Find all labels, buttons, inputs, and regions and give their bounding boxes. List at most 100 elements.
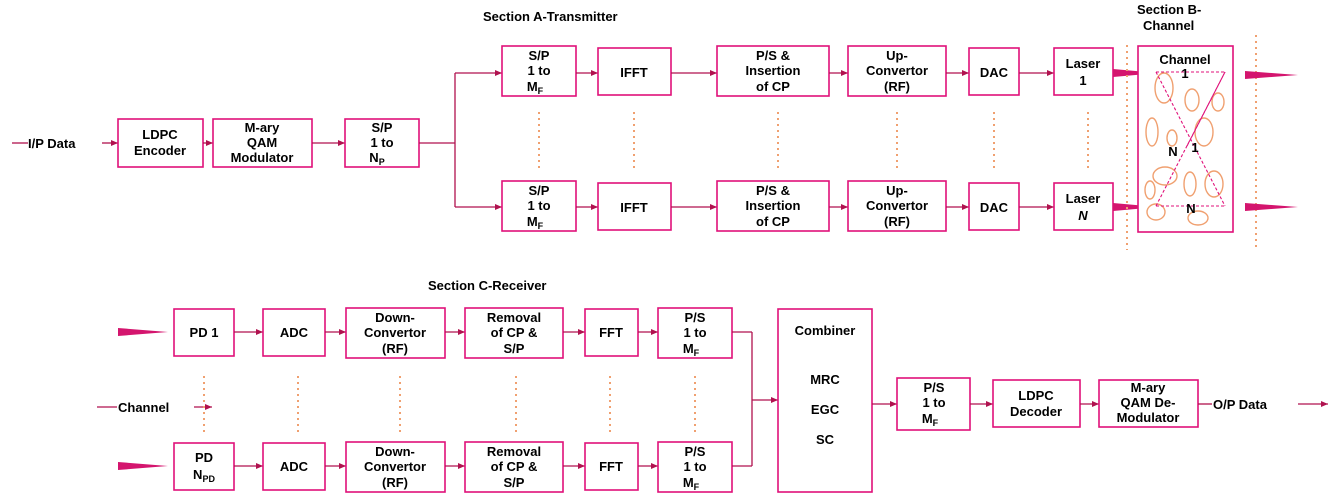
svg-text:Modulator: Modulator: [231, 150, 294, 165]
svg-text:N: N: [1078, 208, 1088, 223]
removal-cp-block-n: Removal of CP & S/P: [465, 442, 563, 492]
pd-1-block: PD 1: [174, 309, 234, 356]
section-c-title: Section C-Receiver: [428, 278, 547, 293]
down-convertor-block-1: Down- Convertor (RF): [346, 308, 445, 358]
svg-text:(RF): (RF): [884, 79, 910, 94]
final-ps-mf-block: P/S 1 to MF: [897, 378, 970, 430]
svg-text:of CP: of CP: [756, 214, 790, 229]
qam-demodulator-block: M-ary QAM De- Modulator: [1099, 380, 1198, 427]
svg-text:Decoder: Decoder: [1010, 404, 1062, 419]
svg-text:M-ary: M-ary: [1131, 380, 1166, 395]
section-b-title-line2: Channel: [1143, 18, 1194, 33]
svg-text:of CP &: of CP &: [491, 325, 538, 340]
svg-text:P/S: P/S: [685, 310, 706, 325]
svg-text:1: 1: [1079, 73, 1086, 88]
section-a-title: Section A-Transmitter: [483, 9, 618, 24]
svg-text:PD 1: PD 1: [190, 325, 219, 340]
combiner-block: Combiner MRC EGC SC: [778, 309, 872, 492]
svg-text:IFFT: IFFT: [620, 200, 647, 215]
channel-mark-1: 1: [1181, 66, 1188, 81]
svg-text:S/P: S/P: [504, 341, 525, 356]
ifft-block-n: IFFT: [598, 183, 671, 230]
svg-text:(RF): (RF): [884, 214, 910, 229]
dac-block-n: DAC: [969, 183, 1019, 230]
ldpc-encoder-block: LDPC Encoder: [118, 119, 203, 167]
sp-mf-block-1: S/P 1 to MF: [502, 46, 576, 96]
svg-text:LDPC: LDPC: [1018, 388, 1054, 403]
svg-text:of CP &: of CP &: [491, 459, 538, 474]
ps-mf-block-n: P/S 1 to MF: [658, 442, 732, 492]
svg-text:1 to: 1 to: [922, 395, 945, 410]
fft-block-1: FFT: [585, 309, 638, 356]
channel-label: Channel: [1159, 52, 1210, 67]
svg-text:1 to: 1 to: [527, 198, 550, 213]
ps-insertion-block-1: P/S & Insertion of CP: [717, 46, 829, 96]
svg-text:Down-: Down-: [375, 310, 415, 325]
fft-block-n: FFT: [585, 443, 638, 490]
svg-text:ADC: ADC: [280, 325, 309, 340]
svg-text:Convertor: Convertor: [364, 325, 426, 340]
svg-text:DAC: DAC: [980, 65, 1009, 80]
svg-text:Encoder: Encoder: [134, 143, 186, 158]
svg-text:Removal: Removal: [487, 310, 541, 325]
svg-text:MRC: MRC: [810, 372, 840, 387]
rx-channel-label: Channel: [118, 400, 169, 415]
input-data-label: I/P Data: [28, 136, 76, 151]
laser-n-block: Laser N: [1054, 183, 1113, 230]
svg-text:P/S &: P/S &: [756, 48, 790, 63]
output-data-label: O/P Data: [1213, 397, 1268, 412]
ps-insertion-block-n: P/S & Insertion of CP: [717, 181, 829, 231]
svg-text:Laser: Laser: [1066, 56, 1101, 71]
svg-text:LDPC: LDPC: [142, 127, 178, 142]
svg-text:1 to: 1 to: [527, 63, 550, 78]
section-b-title-line1: Section B-: [1137, 2, 1201, 17]
svg-text:Up-: Up-: [886, 183, 908, 198]
svg-text:Up-: Up-: [886, 48, 908, 63]
svg-text:1 to: 1 to: [683, 459, 706, 474]
svg-text:DAC: DAC: [980, 200, 1009, 215]
rx-input-arrow-n: [118, 462, 168, 470]
svg-text:Convertor: Convertor: [866, 63, 928, 78]
svg-text:P/S: P/S: [685, 444, 706, 459]
svg-text:Insertion: Insertion: [746, 63, 801, 78]
channel-mark-nb: N: [1186, 201, 1195, 216]
dac-block-1: DAC: [969, 48, 1019, 95]
svg-text:S/P: S/P: [529, 48, 550, 63]
laser-1-block: Laser 1: [1054, 48, 1113, 95]
channel-mark-1b: 1: [1191, 140, 1198, 155]
svg-text:EGC: EGC: [811, 402, 840, 417]
svg-text:1 to: 1 to: [683, 325, 706, 340]
ifft-block-1: IFFT: [598, 48, 671, 95]
svg-text:S/P: S/P: [372, 120, 393, 135]
pd-n-block: PD NPD: [174, 443, 234, 490]
svg-text:IFFT: IFFT: [620, 65, 647, 80]
ldpc-decoder-block: LDPC Decoder: [993, 380, 1080, 427]
svg-text:Convertor: Convertor: [866, 198, 928, 213]
up-convertor-block-n: Up- Convertor (RF): [848, 181, 946, 231]
svg-text:Modulator: Modulator: [1117, 410, 1180, 425]
svg-text:Insertion: Insertion: [746, 198, 801, 213]
svg-text:QAM De-: QAM De-: [1121, 395, 1176, 410]
svg-text:M-ary: M-ary: [245, 120, 280, 135]
rx-input-arrow-1: [118, 328, 168, 336]
down-convertor-block-n: Down- Convertor (RF): [346, 442, 445, 492]
svg-text:SC: SC: [816, 432, 835, 447]
svg-text:Convertor: Convertor: [364, 459, 426, 474]
svg-text:(RF): (RF): [382, 475, 408, 490]
svg-text:P/S &: P/S &: [756, 183, 790, 198]
channel-mark-n: N: [1168, 144, 1177, 159]
svg-text:S/P: S/P: [529, 183, 550, 198]
adc-block-1: ADC: [263, 309, 325, 356]
svg-text:of CP: of CP: [756, 79, 790, 94]
svg-text:FFT: FFT: [599, 325, 623, 340]
svg-text:FFT: FFT: [599, 459, 623, 474]
up-convertor-block-1: Up- Convertor (RF): [848, 46, 946, 96]
svg-text:PD: PD: [195, 450, 213, 465]
svg-text:P/S: P/S: [924, 380, 945, 395]
ps-mf-block-1: P/S 1 to MF: [658, 308, 732, 358]
removal-cp-block-1: Removal of CP & S/P: [465, 308, 563, 358]
adc-block-n: ADC: [263, 443, 325, 490]
sp-np-block: S/P 1 to NP: [345, 119, 419, 167]
